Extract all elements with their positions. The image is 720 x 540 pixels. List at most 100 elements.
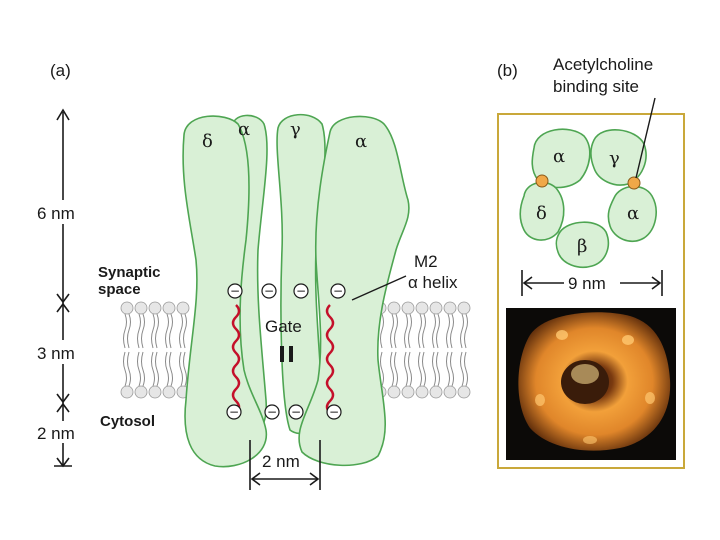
binding-site-label: binding site (553, 77, 639, 96)
lipid-tail (123, 351, 127, 387)
cytosol-label: Cytosol (100, 413, 155, 430)
svg-text:−: − (329, 405, 339, 419)
lipid-head (134, 385, 148, 399)
binding-site-pointer (635, 97, 656, 179)
membrane-bilayer (120, 301, 471, 399)
lipid-tail (123, 313, 127, 349)
m2-helix-left (231, 304, 241, 414)
lipid-head (401, 385, 415, 399)
lipid-head (120, 301, 134, 315)
lipid-tail (436, 313, 440, 349)
lipid-tail (155, 351, 159, 387)
m2-pointer (351, 275, 407, 301)
lipid-head (429, 301, 443, 315)
lipid-head (148, 301, 162, 315)
lipid-tail (141, 313, 145, 349)
svg-text:−: − (264, 284, 274, 298)
lipid-tail (450, 313, 454, 349)
lipid-tail (446, 351, 450, 387)
lipid-tail (380, 351, 384, 387)
lipid-tail (394, 313, 398, 349)
lipid-head (415, 385, 429, 399)
lipid-head (415, 301, 429, 315)
ring-width-label: 9 nm (568, 274, 606, 293)
lipid-head (387, 385, 401, 399)
panel-b-label: (b) (497, 61, 518, 80)
lipid-head (387, 301, 401, 315)
lipid-tail (390, 313, 394, 349)
dimension-label: 6 nm (37, 204, 75, 223)
ring-label: α (553, 146, 565, 167)
ring-width-dimension (521, 270, 663, 296)
ring-label: α (627, 203, 639, 224)
lipid-head (176, 301, 190, 315)
lipid-tail (418, 313, 422, 349)
lipid-tail (141, 351, 145, 387)
lipid-head (134, 301, 148, 315)
lipid-tail (155, 313, 159, 349)
lipid-tail (151, 351, 155, 387)
binding-site-label: Acetylcholine (553, 55, 653, 74)
subunit-delta-front (182, 115, 268, 468)
synaptic-space-label: space (98, 281, 141, 298)
lipid-head (429, 385, 443, 399)
gate-bar (280, 346, 284, 362)
svg-text:−: − (229, 405, 239, 419)
ring-subunit-beta (555, 221, 610, 268)
lipid-head (443, 301, 457, 315)
lipid-tail (460, 351, 464, 387)
lipid-tail (137, 313, 141, 349)
lipid-tail (432, 351, 436, 387)
ring-label: δ (536, 203, 547, 224)
lipid-tail (165, 313, 169, 349)
lipid-tail (422, 313, 426, 349)
lipid-tail (179, 313, 183, 349)
lipid-tail (183, 313, 187, 349)
svg-text:−: − (296, 284, 306, 298)
lipid-tail (446, 313, 450, 349)
lipid-tail (464, 313, 468, 349)
lipid-tail (394, 351, 398, 387)
m2-label: M2 (414, 252, 438, 271)
lipid-tail (460, 313, 464, 349)
lipid-tail (137, 351, 141, 387)
ring-subunit-alpha-2 (607, 185, 657, 242)
dimension-label: 2 nm (37, 424, 75, 443)
lipid-tail (127, 351, 131, 387)
subunit-alpha-front (298, 115, 410, 467)
subunit-label: α (355, 131, 367, 152)
lipid-tail (450, 351, 454, 387)
subunit-label: δ (202, 131, 213, 152)
lipid-head (162, 301, 176, 315)
svg-text:−: − (230, 284, 240, 298)
lipid-tail (169, 351, 173, 387)
lipid-tail (432, 313, 436, 349)
ring-label: γ (609, 148, 620, 169)
lipid-head (162, 385, 176, 399)
gate-bar (289, 346, 293, 362)
lipid-tail (436, 351, 440, 387)
lipid-head (457, 385, 471, 399)
lipid-head (120, 385, 134, 399)
lipid-tail (390, 351, 394, 387)
subunit-label: α (238, 119, 250, 140)
pore-width-label: 2 nm (262, 452, 300, 471)
lipid-tail (179, 351, 183, 387)
lipid-tail (404, 313, 408, 349)
lipid-tail (127, 313, 131, 349)
lipid-tail (165, 351, 169, 387)
binding-site-dot-right (627, 176, 641, 190)
lipid-tail (151, 313, 155, 349)
gate-label: Gate (265, 317, 302, 336)
dimension-label: 3 nm (37, 344, 75, 363)
svg-text:−: − (291, 405, 301, 419)
micrograph-image (506, 308, 676, 460)
svg-text:−: − (267, 405, 277, 419)
ring-label: β (577, 236, 587, 257)
lipid-tail (464, 351, 468, 387)
pore-width-dimension (249, 440, 321, 490)
lipid-tail (183, 351, 187, 387)
lipid-tail (169, 313, 173, 349)
